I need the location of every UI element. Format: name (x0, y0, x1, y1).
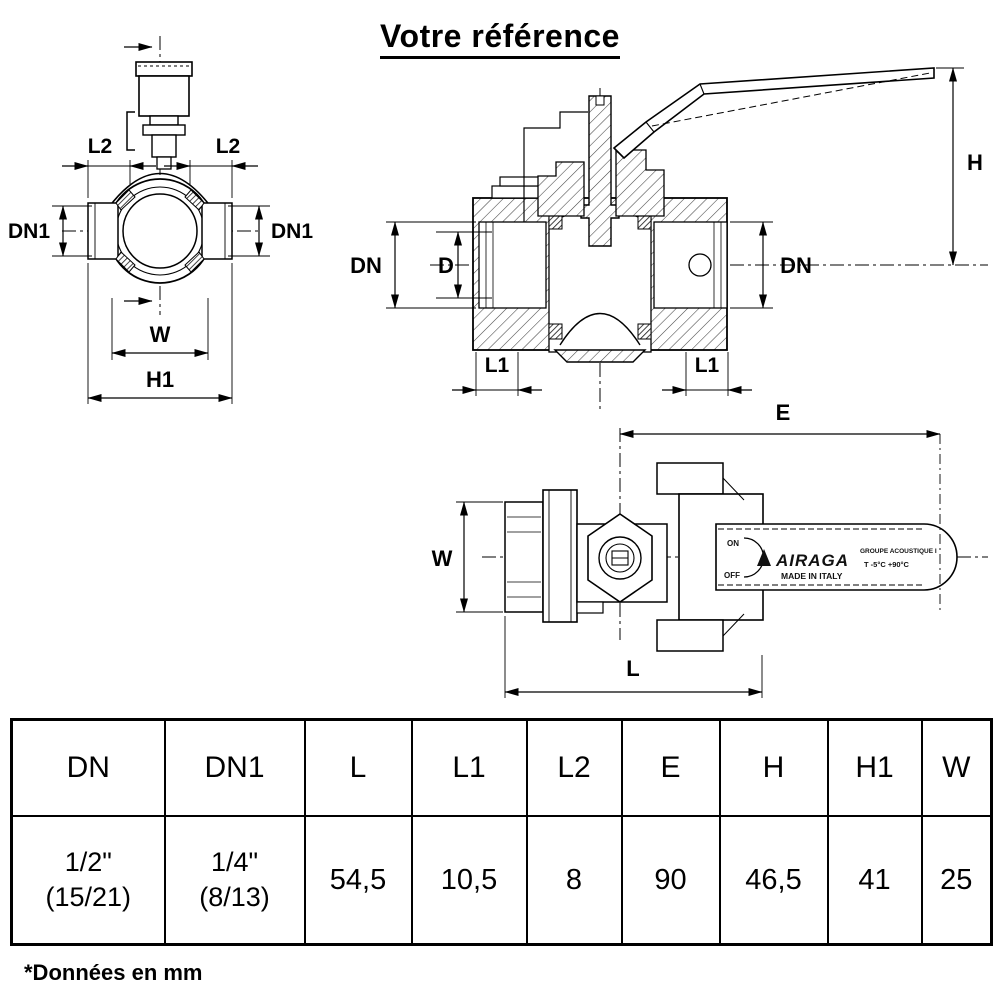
handle-on-label: ON (727, 539, 739, 548)
cell-l2: 8 (525, 815, 623, 946)
table-header-l1: L1 (410, 718, 528, 817)
cell-dn-alt: (15/21) (45, 882, 132, 912)
cell-dn1: 1/4" (8/13) (163, 815, 306, 946)
table-header-e: E (620, 718, 721, 817)
table-header-l2: L2 (525, 718, 623, 817)
top-view-drawing: ON OFF AIRAGA MADE IN ITALY GROUPE ACOUS… (432, 400, 988, 698)
table-header-h1: H1 (826, 718, 923, 817)
dim-label-l2-left: L2 (88, 135, 113, 158)
group-label: GROUPE ACOUSTIQUE I (860, 548, 937, 555)
temp-range-label: T -5°C +90°C (864, 560, 910, 569)
front-view-drawing: L2 L2 DN1 DN1 W H1 (8, 36, 313, 404)
page-title: Votre référence (0, 18, 1000, 59)
cell-dn1-size: 1/4" (210, 846, 259, 877)
valve-technical-drawing: L2 L2 DN1 DN1 W H1 (8, 36, 988, 698)
cell-dn: 1/2" (15/21) (10, 815, 166, 946)
table-header-dn1: DN1 (163, 718, 306, 817)
dim-label-w-front: W (150, 322, 171, 347)
brand-logo-icon (757, 549, 771, 566)
dim-label-dn1-left: DN1 (8, 220, 50, 243)
table-header-l: L (303, 718, 413, 817)
section-view-drawing: DN D DN L1 L1 H (350, 67, 988, 410)
cell-e: 90 (620, 815, 721, 946)
cell-dn1-alt: (8/13) (199, 882, 270, 912)
table-header-dn: DN (10, 718, 166, 817)
table-data-row: 1/2" (15/21) 1/4" (8/13) 54,5 10,5 8 90 … (10, 815, 993, 946)
cell-dn-size: 1/2" (64, 846, 112, 877)
cell-l1: 10,5 (410, 815, 528, 946)
dim-label-l: L (626, 656, 639, 681)
dim-label-l1-right: L1 (695, 354, 720, 377)
brand-name: AIRAGA (775, 551, 849, 570)
made-in-label: MADE IN ITALY (781, 571, 843, 581)
dim-label-d: D (438, 253, 454, 278)
handle-off-label: OFF (724, 571, 740, 580)
dim-label-w-top: W (432, 546, 453, 571)
cell-h: 46,5 (718, 815, 829, 946)
cell-w: 25 (920, 815, 993, 946)
table-header-w: W (920, 718, 993, 817)
dim-label-e: E (776, 400, 791, 425)
dim-label-dn1-right: DN1 (271, 220, 313, 243)
dim-label-dn-right: DN (780, 253, 812, 278)
cell-l: 54,5 (303, 815, 413, 946)
table-header-row: DN DN1 L L1 L2 E H H1 W (10, 718, 993, 817)
page-title-text: Votre référence (380, 18, 620, 59)
dim-label-h: H (967, 150, 983, 175)
units-footnote: *Données en mm (24, 960, 203, 985)
handle-markings: ON OFF AIRAGA MADE IN ITALY GROUPE ACOUS… (724, 539, 937, 581)
dim-label-l2-right: L2 (216, 135, 241, 158)
dim-label-l1-left: L1 (485, 354, 510, 377)
table-header-h: H (718, 718, 829, 817)
dim-label-h1: H1 (146, 367, 174, 392)
dimension-table: DN DN1 L L1 L2 E H H1 W 1/2" (15/21) 1/4… (10, 718, 993, 946)
cell-h1: 41 (826, 815, 923, 946)
dim-label-dn-left: DN (350, 253, 382, 278)
